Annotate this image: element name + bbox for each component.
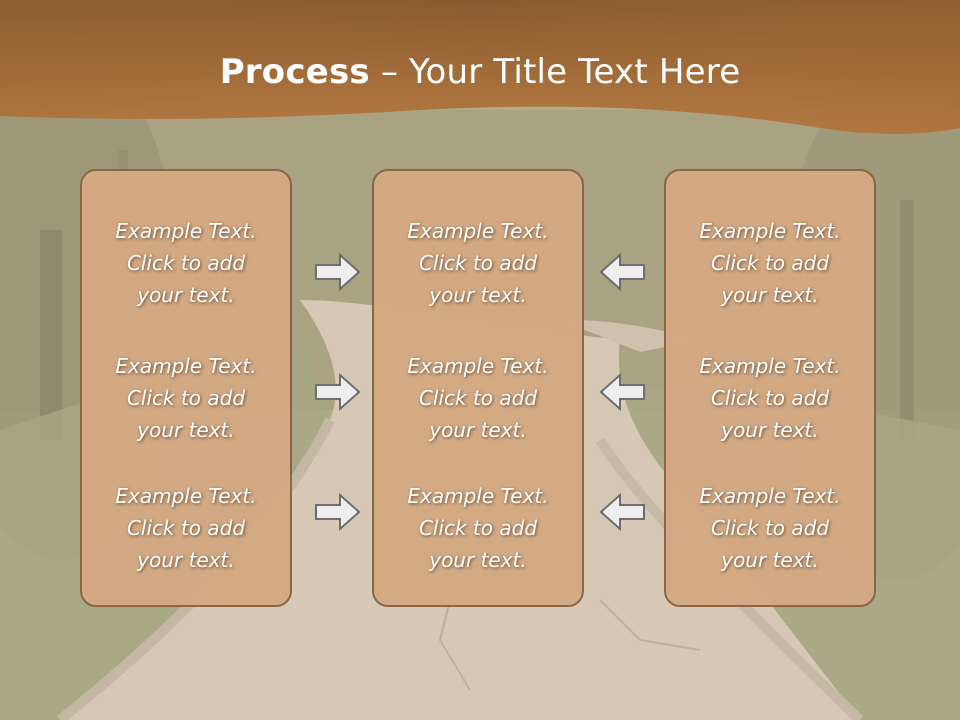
title-rest: – Your Title Text Here	[369, 52, 741, 92]
panel-text[interactable]: Example Text. Click to add your text.	[115, 484, 257, 572]
panel-text[interactable]: Example Text. Click to add your text.	[699, 484, 841, 572]
panel-text[interactable]: Example Text. Click to add your text.	[699, 219, 841, 307]
page-title[interactable]: Process – Your Title Text Here	[0, 52, 960, 92]
process-panel-center[interactable]: Example Text. Click to add your text. Ex…	[372, 169, 584, 607]
left-arrow-icon	[599, 372, 645, 412]
process-panel-left[interactable]: Example Text. Click to add your text. Ex…	[80, 169, 292, 607]
title-bold: Process	[219, 52, 370, 92]
right-arrow-icon	[315, 252, 361, 292]
panel-text[interactable]: Example Text. Click to add your text.	[699, 354, 841, 442]
right-arrow-icon	[315, 492, 361, 532]
panel-text[interactable]: Example Text. Click to add your text.	[407, 354, 549, 442]
left-arrow-icon	[599, 252, 645, 292]
process-panel-right[interactable]: Example Text. Click to add your text. Ex…	[664, 169, 876, 607]
panel-text[interactable]: Example Text. Click to add your text.	[115, 354, 257, 442]
right-arrow-icon	[315, 372, 361, 412]
panel-text[interactable]: Example Text. Click to add your text.	[115, 219, 257, 307]
left-arrow-icon	[599, 492, 645, 532]
panel-text[interactable]: Example Text. Click to add your text.	[407, 484, 549, 572]
panel-text[interactable]: Example Text. Click to add your text.	[407, 219, 549, 307]
